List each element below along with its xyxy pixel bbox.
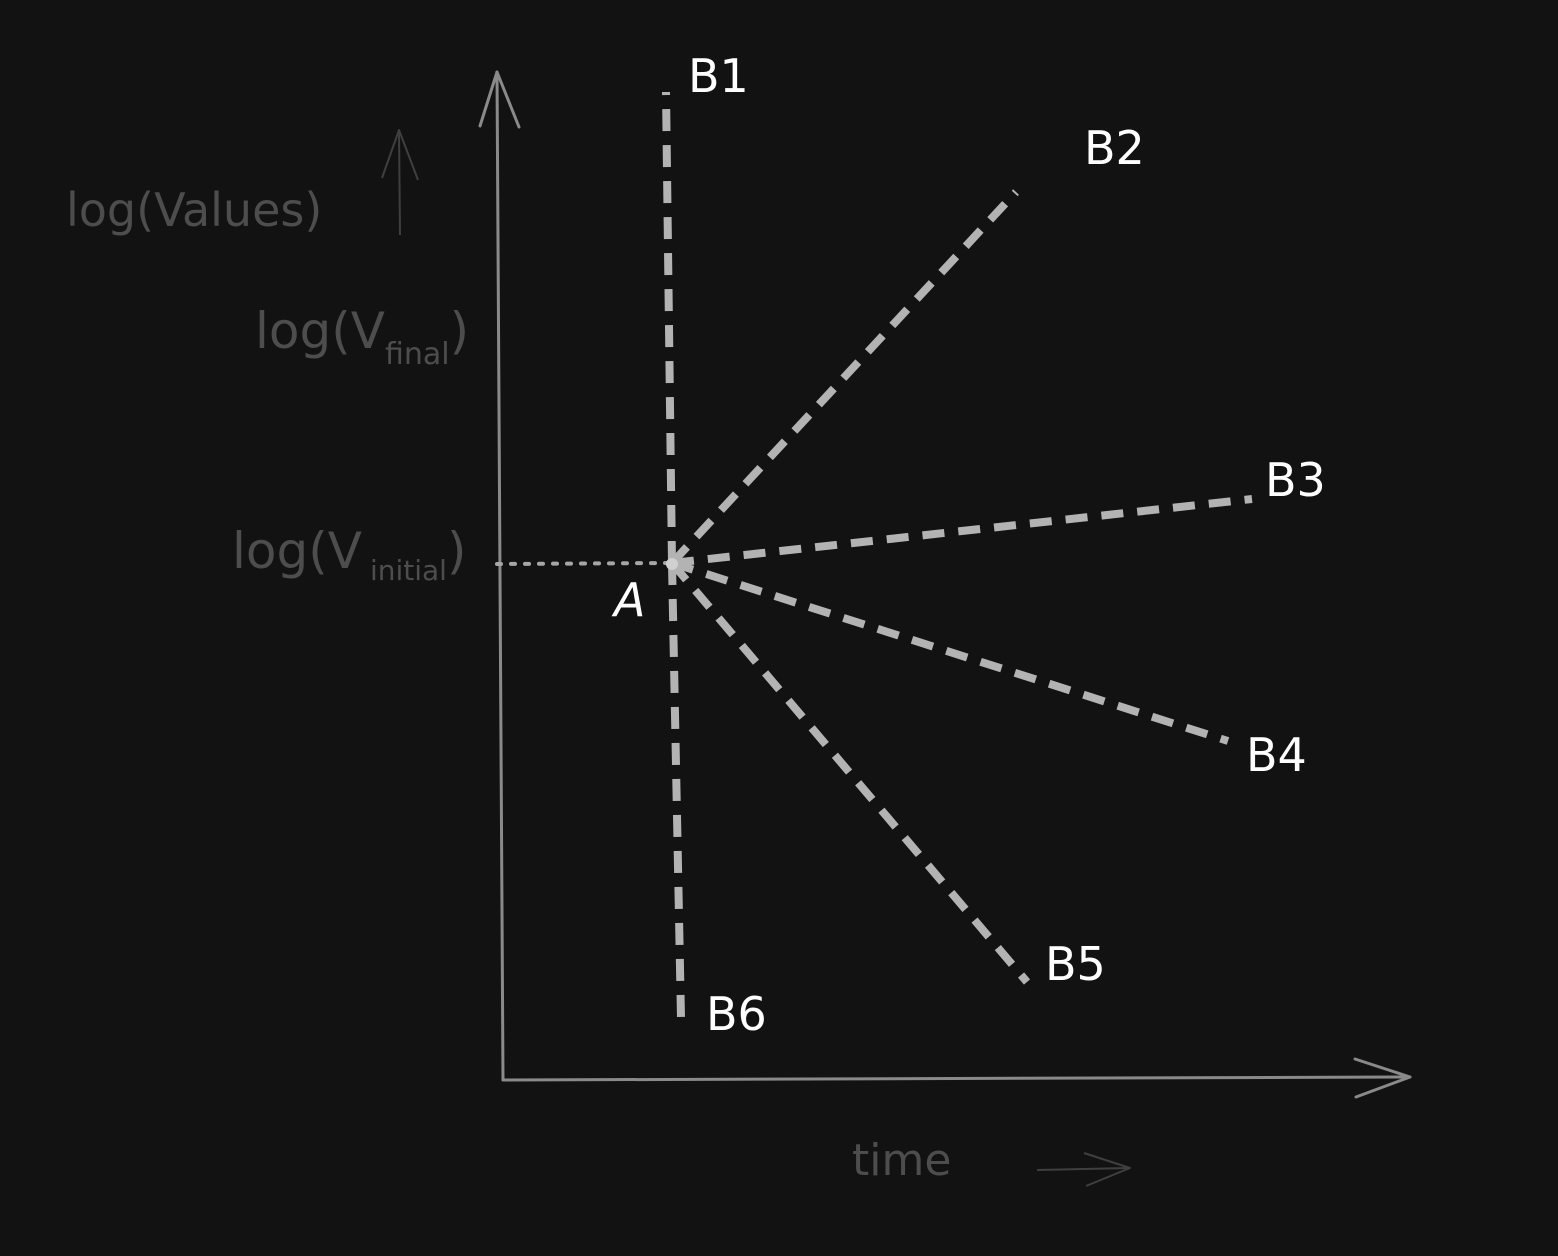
branch-line-b5: [668, 560, 1031, 985]
v-initial-label-base: log(V: [232, 522, 362, 580]
x-axis-title-arrow-icon: [1036, 1152, 1131, 1187]
branch-label-b2: B2: [1084, 121, 1145, 175]
initial-value-guide-line: [495, 561, 670, 566]
y-axis-title: log(Values): [66, 183, 322, 237]
branch-line-b1: [662, 91, 676, 564]
origin-point: [666, 558, 678, 570]
branch-label-b6: B6: [706, 987, 767, 1041]
branch-line-b6: [668, 562, 685, 1019]
y-axis-arrowhead: [478, 70, 521, 129]
branch-line-b4: [670, 559, 1230, 745]
x-axis-arrowhead: [1353, 1057, 1412, 1099]
y-axis-line: [495, 70, 505, 1082]
origin-label: A: [611, 573, 645, 627]
y-axis-title-arrow-icon: [381, 129, 419, 236]
y-axis: [478, 70, 521, 1082]
v-final-label-base: log(V: [255, 302, 385, 360]
x-axis-title: time: [852, 1135, 951, 1186]
branch-line-b3: [671, 495, 1253, 567]
v-final-label-close: ): [450, 302, 470, 360]
v-initial-label-close: ): [447, 522, 467, 580]
x-axis: [501, 1057, 1412, 1099]
branch-lines: [662, 91, 1253, 1019]
v-final-label-subscript: final: [385, 337, 450, 372]
x-axis-line: [501, 1075, 1412, 1082]
branch-label-b1: B1: [688, 49, 749, 103]
branch-line-b2: [669, 189, 1019, 566]
branch-label-b5: B5: [1045, 937, 1106, 991]
v-final-label: log(Vfinal): [255, 302, 469, 372]
v-initial-label-subscript: initial: [370, 554, 447, 587]
branch-label-b4: B4: [1246, 728, 1307, 782]
branch-label-b3: B3: [1265, 453, 1326, 507]
